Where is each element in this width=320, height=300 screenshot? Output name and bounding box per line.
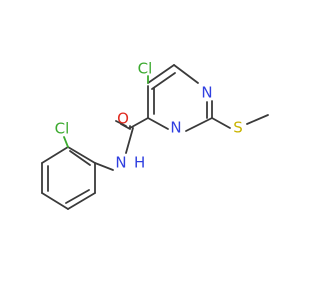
bond-ar1-ar2-inner: [69, 150, 91, 166]
bond-c2-n3: [185, 117, 213, 132]
amide-hydrogen-label: H: [134, 154, 145, 172]
bond-c2-s: [211, 117, 231, 129]
bond-c5-c6-double: [151, 72, 176, 90]
bond-n3-c4: [147, 117, 169, 130]
bond-ar5-ar6-inner: [65, 189, 90, 204]
bond-layer: [41, 64, 269, 210]
bond-ar1-ar2: [67, 146, 96, 164]
bond-c6-n1: [173, 64, 199, 84]
chlorine-atom-label-left: Cl: [55, 120, 70, 138]
bond-s-methyl: [246, 114, 269, 125]
bond-ar4-ar5: [41, 192, 69, 210]
structure-svg: Cl N N S O N H Cl: [41, 60, 269, 210]
bond-c-n: [125, 127, 134, 154]
bond-aryl-cl: [63, 136, 69, 148]
sulfur-atom-label: S: [233, 119, 243, 137]
bond-n-aryl: [94, 162, 114, 171]
bond-ar5-ar6: [67, 192, 96, 210]
bond-c5-c6: [147, 64, 175, 84]
bond-c4-carbonyl: [129, 117, 149, 129]
bond-ar2-ar3: [41, 146, 69, 164]
nitrogen-atom-label-ring-lower: N: [170, 119, 181, 137]
oxygen-atom-label: O: [117, 110, 129, 128]
bond-c-o-double-b: [120, 123, 131, 130]
nitrogen-atom-label-ring-upper: N: [201, 84, 212, 102]
molecule-diagram: Cl N N S O N H Cl: [41, 60, 269, 210]
chlorine-atom-label-top: Cl: [138, 60, 153, 78]
amide-nitrogen-label: N: [115, 154, 126, 172]
